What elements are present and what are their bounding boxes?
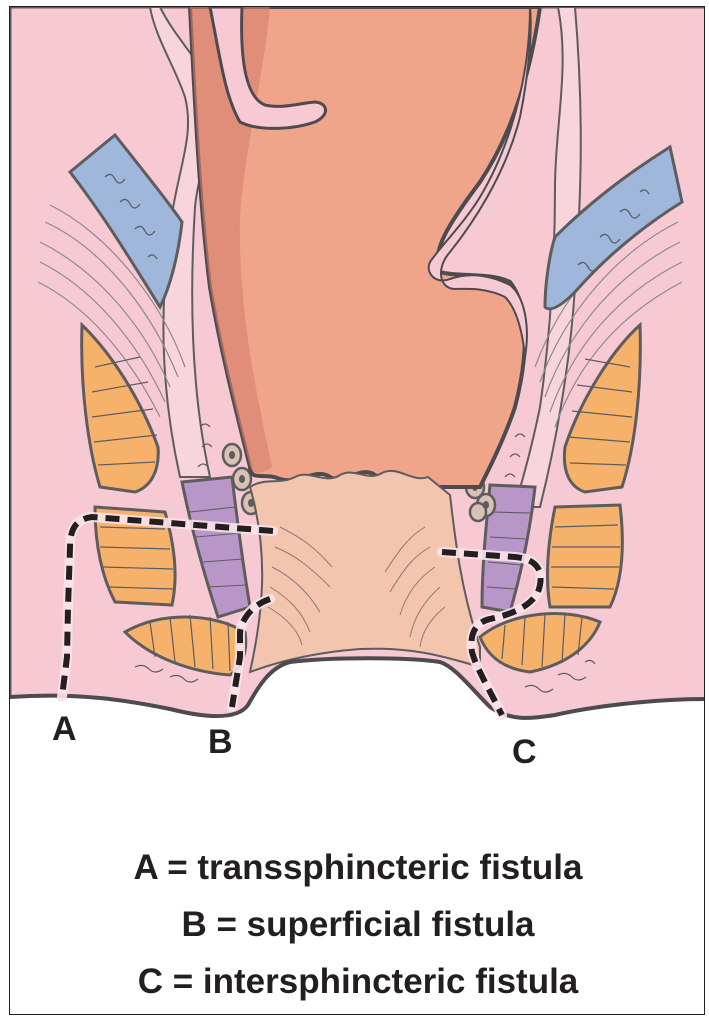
anal-canal — [250, 471, 480, 672]
fistula-c-marker: C — [512, 735, 537, 769]
external-sphincter-superficial-right — [548, 505, 623, 607]
fistula-a-marker: A — [52, 712, 77, 746]
diagram-frame: A B C A = transsphincteric fistula B = s… — [9, 6, 705, 1015]
legend-item-superficial: B = superficial fistula — [10, 907, 705, 942]
fistula-b-marker: B — [208, 725, 233, 759]
legend-item-intersphincteric: C = intersphincteric fistula — [10, 964, 705, 999]
legend-item-transsphincteric: A = transsphincteric fistula — [10, 850, 705, 885]
